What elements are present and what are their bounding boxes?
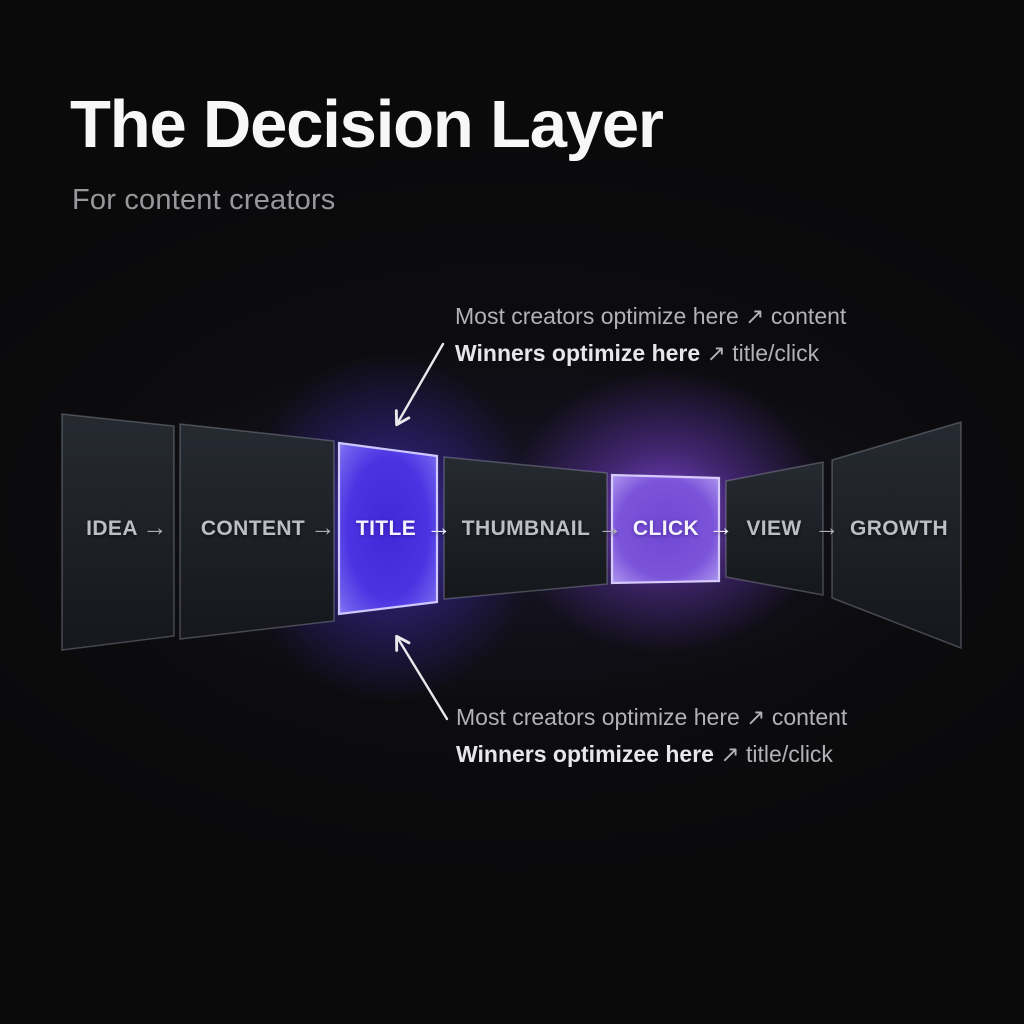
stage-arrow-icon: →: [597, 513, 623, 542]
panel-growth: [831, 420, 962, 650]
stage-label-title: TITLE: [355, 517, 417, 540]
annotation-target: content: [770, 303, 847, 329]
annotation-top-line-2: Winners optimize here ↗ title/click: [455, 335, 846, 372]
page-title: The Decision Layer: [70, 87, 664, 162]
north-east-arrow-icon: ↗: [720, 741, 740, 767]
north-east-arrow-icon: ↗: [706, 340, 726, 366]
stage-arrow-icon: →: [708, 513, 734, 542]
page-subtitle: For content creators: [72, 184, 336, 216]
stage-label-thumbnail: THUMBNAIL: [461, 517, 591, 540]
stage-arrow-icon: →: [814, 513, 840, 542]
north-east-arrow-icon: ↗: [745, 303, 765, 329]
stage-arrow-icon: →: [310, 513, 336, 542]
pointer-arrow-top: [394, 342, 445, 427]
panel-thumbnail: [443, 456, 608, 600]
annotation-text: Most creators optimize here: [455, 303, 739, 329]
annotation-text-bold: Winners optimizee here: [456, 741, 714, 767]
annotation-top: Most creators optimize here ↗ content Wi…: [455, 298, 846, 372]
annotation-bottom-line-2: Winners optimizee here ↗ title/click: [456, 736, 847, 773]
annotation-target: content: [771, 704, 848, 730]
stage-label-view: VIEW: [746, 517, 802, 540]
annotation-text-bold: Winners optimize here: [455, 340, 701, 366]
north-east-arrow-icon: ↗: [746, 704, 766, 730]
panel-idea: [61, 413, 175, 651]
annotation-text: Most creators optimize here: [456, 704, 740, 730]
pointer-arrow-bottom: [395, 634, 449, 721]
stage-arrow-icon: →: [426, 513, 452, 542]
stage-label-content: CONTENT: [200, 517, 306, 540]
panel-title-highlighted: [337, 441, 439, 616]
annotation-top-line-1: Most creators optimize here ↗ content: [455, 298, 846, 335]
annotation-target: title/click: [746, 741, 833, 767]
annotation-target: title/click: [732, 340, 820, 366]
stage-label-idea: IDEA: [86, 517, 138, 540]
stage-arrow-icon: →: [142, 513, 168, 542]
panel-click-highlighted: [610, 473, 721, 585]
panel-content: [179, 423, 335, 640]
panel-view: [725, 461, 824, 596]
annotation-bottom: Most creators optimize here ↗ content Wi…: [456, 699, 847, 773]
stage-label-click: CLICK: [632, 517, 700, 540]
stage-label-growth: GROWTH: [849, 517, 949, 540]
annotation-bottom-line-1: Most creators optimize here ↗ content: [456, 699, 847, 736]
